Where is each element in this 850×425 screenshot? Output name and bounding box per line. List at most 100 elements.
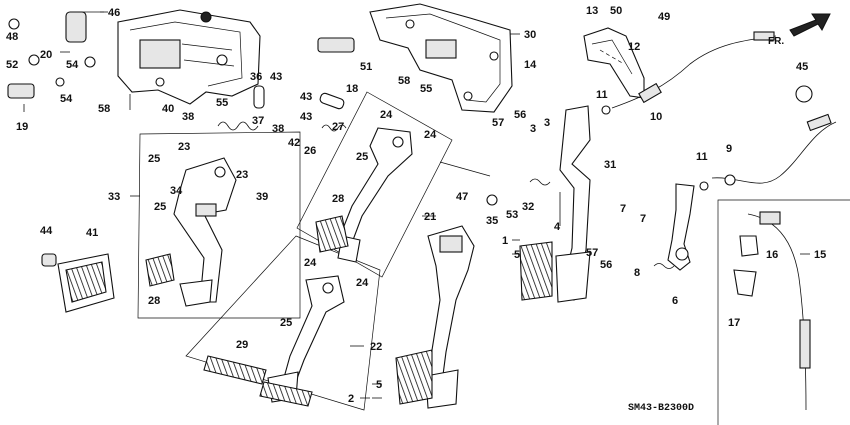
callout-25d: 25 [280,317,292,329]
callout-52: 52 [6,59,18,71]
cable-10-boot [638,82,662,104]
callout-38a: 38 [182,111,194,123]
lever-6 [667,183,695,271]
callout-4: 4 [554,221,561,233]
cable-15-sleeve [799,319,811,369]
callout-56a: 56 [514,109,526,121]
clutch-pedal-pad [145,253,175,287]
spring-37 [217,121,259,131]
bracket-13-detail [591,39,633,75]
callout-25a: 25 [148,153,160,165]
callout-35: 35 [486,215,498,227]
clip-17 [733,269,757,297]
cable-10 [611,35,777,109]
spring-32 [529,178,551,186]
callout-23b: 23 [236,169,248,181]
nut-54a [84,56,96,68]
right-pedal-assembly [555,105,591,303]
callout-10: 10 [650,111,662,123]
callout-22: 22 [370,341,382,353]
callout-48: 48 [6,31,18,43]
callout-55b: 55 [420,83,432,95]
callout-54a: 54 [66,59,79,71]
callout-8: 8 [634,267,640,279]
callout-53: 53 [506,209,518,221]
callout-50: 50 [610,5,622,17]
callout-45: 45 [796,61,808,73]
callout-15: 15 [814,249,826,261]
callout-24a: 24 [380,109,393,121]
callout-37: 37 [252,115,264,127]
callout-13: 13 [586,5,598,17]
bushing-45 [795,85,813,103]
callout-6: 6 [672,295,678,307]
cable-15-fitting [759,211,781,225]
pedal-bracket [117,9,261,105]
nut-48 [8,18,20,30]
callout-23a: 23 [178,141,190,153]
callout-30: 30 [524,29,536,41]
bracket-13 [583,27,645,99]
nut-52 [28,54,40,66]
rod-27 [319,92,345,110]
callout-36: 36 [250,71,262,83]
right-pedal-pad [519,241,553,301]
callout-17: 17 [728,317,740,329]
diagram-code: SM43-B2300D [628,403,694,414]
cable-9-fitting [724,174,736,186]
callout-12: 12 [628,41,640,53]
cable-detail-frame [717,199,850,425]
callout-27: 27 [332,121,344,133]
callout-2: 2 [348,393,354,405]
clip-16 [739,235,759,257]
callout-34: 34 [170,185,183,197]
cable-9 [711,121,837,184]
callout-25b: 25 [154,201,166,213]
switch-housing-41-face [65,261,107,303]
spring-26 [321,124,347,132]
callout-28b: 28 [332,193,344,205]
callout-40: 40 [162,103,174,115]
callout-19: 19 [16,121,28,133]
callout-41: 41 [86,227,98,239]
callout-43a: 43 [270,71,282,83]
callout-39: 39 [256,191,268,203]
callout-21: 21 [424,211,436,223]
accelerator-pedal-pad-29 [203,355,267,385]
callout-56b: 56 [600,259,612,271]
grommet-44 [41,253,57,267]
callout-54b: 54 [60,93,73,105]
callout-43b: 43 [300,91,312,103]
cable-15 [747,213,807,411]
callout-20: 20 [40,49,52,61]
brake-pedal-pad [315,215,349,253]
switch-19 [7,83,35,99]
callout-55a: 55 [216,97,228,109]
clutch-pedal-subassembly-frame [137,131,301,319]
callout-29: 29 [236,339,248,351]
callout-11a: 11 [596,89,608,101]
callout-46: 46 [108,7,120,19]
washer-11b [699,181,709,191]
callout-18: 18 [346,83,358,95]
switch-20 [65,11,87,43]
callout-57b: 57 [586,247,598,259]
washer-11a [601,105,611,115]
rod-36 [253,85,265,109]
callout-33: 33 [108,191,120,203]
brake-pedal-subassembly-frame [296,91,453,278]
callout-42: 42 [288,137,300,149]
clutch-pedal-arm [173,157,237,307]
callout-3b: 3 [544,117,550,129]
accelerator-pedal-arm [267,275,345,403]
callout-1: 1 [502,235,508,247]
cable-10-end [753,31,775,41]
callout-58a: 58 [98,103,110,115]
brake-pedal-bracket [369,3,513,113]
callout-24d: 24 [356,277,369,289]
callout-58b: 58 [398,75,410,87]
callout-5b: 5 [376,379,382,391]
callout-57a: 57 [492,117,504,129]
front-direction-arrow [789,13,831,37]
